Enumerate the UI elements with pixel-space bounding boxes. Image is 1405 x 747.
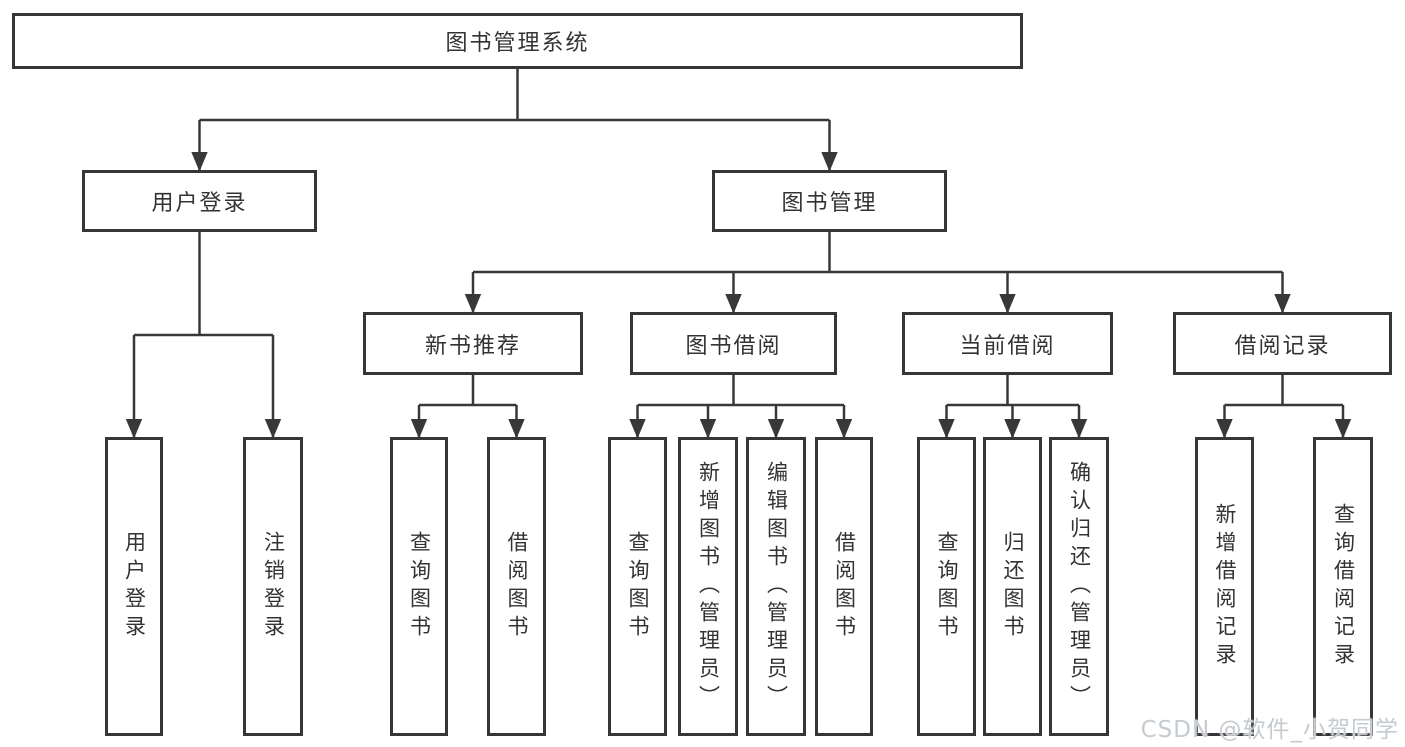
node-label: 图书管理系统 (445, 31, 590, 56)
node-leaf-cb-confirm-return-admin: 确认归还（管理员） (1049, 437, 1109, 736)
connector-line (637, 375, 844, 407)
node-label: 确认归还（管理员） (1067, 460, 1092, 713)
node-label: 查询图书 (935, 530, 959, 643)
node-book-management: 图书管理 (712, 170, 947, 232)
node-label: 当前借阅 (959, 333, 1056, 359)
node-leaf-nbr-query-books: 查询图书 (390, 437, 448, 736)
watermark-csdn: CSDN @软件_小贺同学 (1140, 717, 1399, 743)
node-label: 图书管理 (781, 191, 878, 216)
node-label: 借阅图书 (832, 530, 857, 643)
node-book-borrowing: 图书借阅 (630, 312, 837, 375)
node-leaf-logout: 注销登录 (243, 437, 303, 736)
node-label: 编辑图书（管理员） (764, 460, 789, 713)
node-leaf-bb-query-books: 查询图书 (608, 437, 667, 736)
node-label: 用户登录 (151, 191, 248, 216)
connector-line (199, 69, 830, 122)
connector-line (946, 375, 1079, 407)
node-label: 新书推荐 (424, 333, 521, 359)
node-label: 注销登录 (261, 530, 286, 643)
node-leaf-cb-query-books: 查询图书 (917, 437, 976, 736)
node-borrowing-records: 借阅记录 (1173, 312, 1392, 375)
connector-line (134, 232, 273, 337)
connector-line (419, 375, 517, 407)
node-label: 新增图书（管理员） (696, 460, 721, 713)
node-label: 用户登录 (122, 530, 147, 643)
connector-line (473, 232, 1283, 274)
node-leaf-cb-return-books: 归还图书 (983, 437, 1042, 736)
node-leaf-bb-edit-books-admin: 编辑图书（管理员） (746, 437, 806, 736)
node-label: 查询借阅记录 (1331, 502, 1356, 671)
node-label: 借阅记录 (1234, 333, 1331, 359)
node-label: 借阅图书 (505, 530, 529, 643)
node-leaf-user-login: 用户登录 (105, 437, 163, 736)
node-new-book-recommend: 新书推荐 (363, 312, 583, 375)
node-label: 查询图书 (626, 530, 650, 643)
node-label: 查询图书 (407, 530, 432, 643)
node-leaf-br-add-record: 新增借阅记录 (1195, 437, 1254, 736)
node-leaf-bb-add-books-admin: 新增图书（管理员） (678, 437, 738, 736)
node-label: 图书借阅 (685, 333, 782, 359)
node-user-login: 用户登录 (82, 170, 317, 232)
node-label: 新增借阅记录 (1213, 502, 1237, 671)
node-leaf-nbr-borrow-books: 借阅图书 (487, 437, 546, 736)
node-current-borrowing: 当前借阅 (902, 312, 1113, 375)
node-label: 归还图书 (1001, 530, 1025, 643)
node-leaf-br-query-record: 查询借阅记录 (1313, 437, 1373, 736)
node-leaf-bb-borrow-books: 借阅图书 (815, 437, 873, 736)
connector-line (1224, 375, 1343, 407)
node-book-management-system: 图书管理系统 (12, 13, 1023, 69)
